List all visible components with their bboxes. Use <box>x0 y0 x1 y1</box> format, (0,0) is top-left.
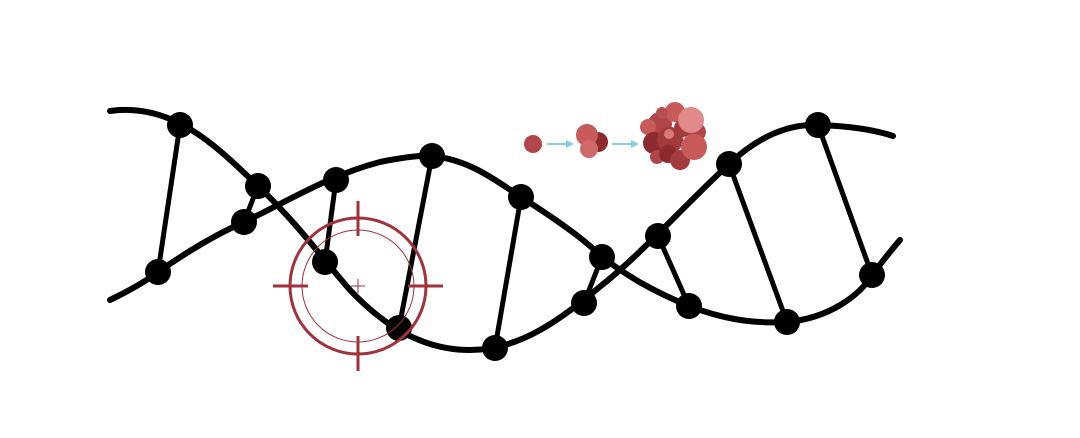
single-cell-icon <box>524 135 542 153</box>
base-pair-rung <box>322 177 339 265</box>
nucleotide-node <box>167 112 193 138</box>
cell-proliferation-sequence <box>524 102 707 170</box>
nucleotide-node <box>386 315 412 341</box>
nucleotide-node <box>145 259 171 285</box>
base-pair-rung <box>396 153 435 331</box>
cell-cluster-icon <box>640 102 707 170</box>
nucleotide-node <box>589 244 615 270</box>
base-pair-rung <box>155 122 183 275</box>
base-pair-rung <box>492 194 524 351</box>
nucleotide-node <box>805 112 831 138</box>
nucleotide-node <box>645 223 671 249</box>
base-pair-rung <box>815 122 875 278</box>
arrow-right-icon <box>612 140 639 148</box>
crosshair-target-icon <box>273 201 443 371</box>
nucleotide-node <box>859 262 885 288</box>
nucleotide-node <box>245 173 271 199</box>
nucleotide-node <box>323 167 349 193</box>
nucleotide-node <box>571 290 597 316</box>
base-pair-rung <box>726 161 790 325</box>
nucleotide-node <box>676 293 702 319</box>
nucleotide-node <box>231 209 257 235</box>
nucleotide-node <box>419 143 445 169</box>
arrow-right-icon <box>547 140 574 148</box>
nucleotide-node <box>482 335 508 361</box>
nucleotide-node <box>716 151 742 177</box>
dna-helix-icon <box>107 106 903 361</box>
nucleotide-nodes <box>145 112 885 361</box>
nucleotide-node <box>508 184 534 210</box>
nucleotide-node <box>312 249 338 275</box>
cell-division-icon <box>576 124 608 158</box>
nucleotide-node <box>774 309 800 335</box>
base-pair-rungs <box>155 122 875 351</box>
